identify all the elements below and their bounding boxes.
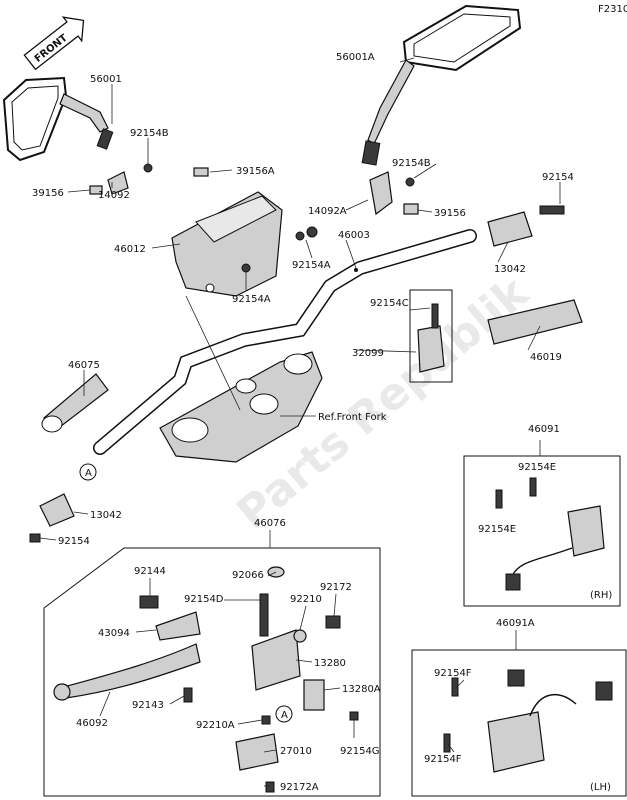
label-46091a: 46091A <box>496 618 535 629</box>
label-92172: 92172 <box>320 582 352 593</box>
label-92154d: 92154D <box>184 594 224 605</box>
label-46091: 46091 <box>528 424 560 435</box>
label-92154b-right: 92154B <box>392 158 431 169</box>
label-14092a: 14092A <box>308 206 347 217</box>
right-mirror <box>361 4 522 216</box>
lh-switch-housing <box>443 669 613 773</box>
left-mirror <box>2 76 114 162</box>
label-13042-right: 13042 <box>494 264 526 275</box>
label-92144: 92144 <box>134 566 166 577</box>
label-13280a: 13280A <box>342 684 381 695</box>
label-lh: (LH) <box>590 782 611 793</box>
label-56001a: 56001A <box>336 52 375 63</box>
rh-switch-box <box>463 455 621 607</box>
figure-code: F2310 <box>598 4 627 15</box>
upper-triple-clamp <box>159 351 323 463</box>
handlebar-holder <box>171 167 318 297</box>
callout-a-1: A <box>85 468 92 479</box>
label-13280: 13280 <box>314 658 346 669</box>
label-39156: 39156 <box>32 188 64 199</box>
label-46075: 46075 <box>68 360 100 371</box>
label-92154: 92154 <box>542 172 574 183</box>
label-92154a-2: 92154A <box>232 294 271 305</box>
left-grip <box>41 373 109 433</box>
front-arrow-icon: FRONT <box>23 16 85 71</box>
label-92066: 92066 <box>232 570 264 581</box>
left-bar-end <box>29 493 75 543</box>
label-92210a: 92210A <box>196 720 235 731</box>
label-32099: 32099 <box>352 348 384 359</box>
label-39156a: 39156A <box>236 166 275 177</box>
label-92210: 92210 <box>290 594 322 605</box>
label-43094: 43094 <box>98 628 130 639</box>
label-13042-left: 13042 <box>90 510 122 521</box>
label-92154a-1: 92154A <box>292 260 331 271</box>
label-92154f-1: 92154F <box>434 668 472 679</box>
callout-a-circle-1 <box>79 463 97 481</box>
clutch-bracket <box>139 566 359 793</box>
label-92154c: 92154C <box>370 298 409 309</box>
label-92143: 92143 <box>132 700 164 711</box>
label-14092: 14092 <box>98 190 130 201</box>
clamp-box <box>409 289 453 383</box>
clutch-lever <box>53 643 201 701</box>
clutch-lever-box <box>43 547 381 797</box>
label-92154b-left: 92154B <box>130 128 169 139</box>
callout-a-circle-2 <box>275 705 293 723</box>
right-grip <box>487 205 583 345</box>
label-92154-left: 92154 <box>58 536 90 547</box>
label-92154g: 92154G <box>340 746 380 757</box>
label-46003: 46003 <box>338 230 370 241</box>
handlebar <box>93 229 477 455</box>
ref-front-fork: Ref.Front Fork <box>318 412 387 423</box>
callout-a-2: A <box>281 710 288 721</box>
lh-switch-box <box>411 649 627 797</box>
leader-lines <box>39 57 561 787</box>
label-46019: 46019 <box>530 352 562 363</box>
label-92154e-1: 92154E <box>518 462 556 473</box>
clamp-32099 <box>417 303 445 373</box>
label-27010: 27010 <box>280 746 312 757</box>
label-46076: 46076 <box>254 518 286 529</box>
label-92154f-2: 92154F <box>424 754 462 765</box>
label-39156-right: 39156 <box>434 208 466 219</box>
label-rh: (RH) <box>590 590 612 601</box>
label-46092: 46092 <box>76 718 108 729</box>
label-92154e-2: 92154E <box>478 524 516 535</box>
label-56001: 56001 <box>90 74 122 85</box>
rh-switch-housing <box>495 477 605 591</box>
label-46012: 46012 <box>114 244 146 255</box>
label-92172a: 92172A <box>280 782 319 793</box>
